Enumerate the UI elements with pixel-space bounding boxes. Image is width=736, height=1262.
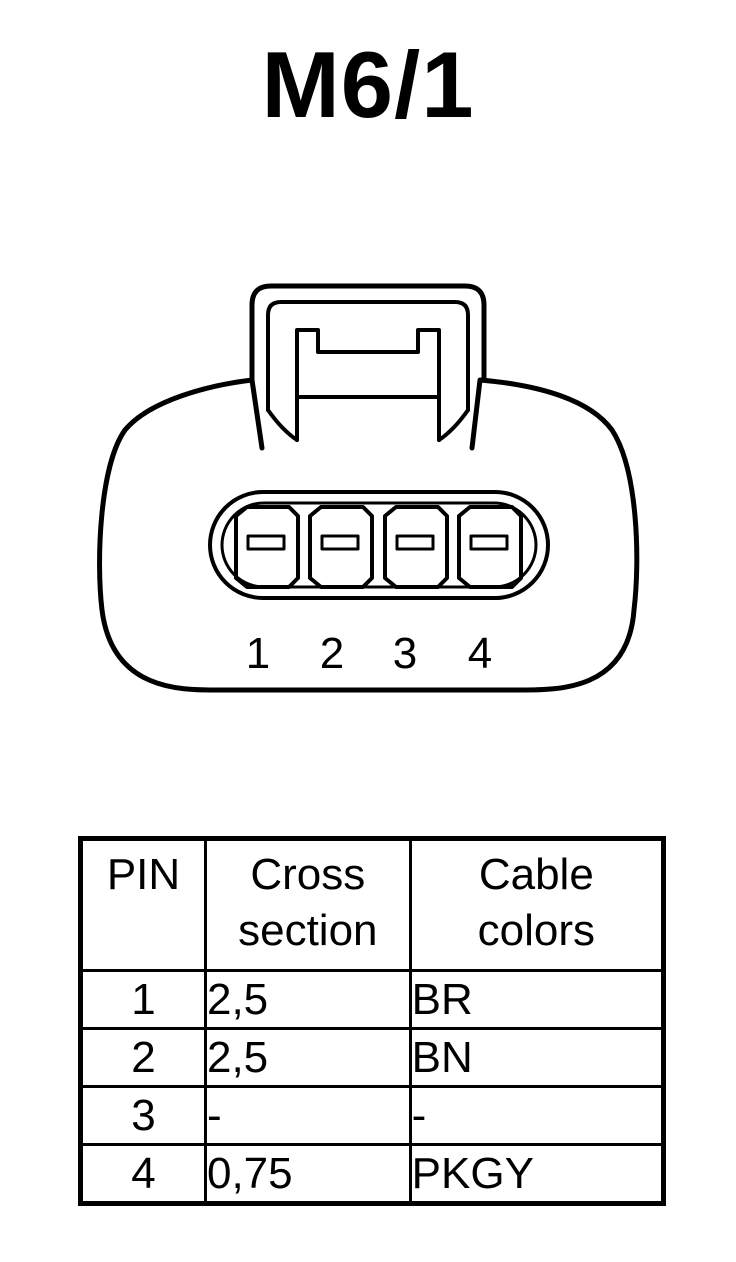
header-cross-section-line1: Cross xyxy=(250,850,366,899)
pin-cavity-1 xyxy=(234,505,300,589)
cell-cross-section: 2,5 xyxy=(203,1027,412,1088)
cell-cable-color: - xyxy=(408,1085,666,1146)
cell-pin: 2 xyxy=(79,1027,207,1088)
latch-side-right xyxy=(437,408,470,442)
latch-frame xyxy=(295,328,441,442)
table-row: 4 0,75 PKGY xyxy=(79,1143,666,1205)
pin-cavity-3 xyxy=(383,505,449,589)
cell-pin: 4 xyxy=(79,1143,207,1205)
pin-label-1: 1 xyxy=(246,629,270,678)
pin-block-outer xyxy=(208,490,550,600)
pin-cavity-4 xyxy=(457,505,523,589)
connector-housing-outline xyxy=(97,377,640,693)
cell-cross-section: 2,5 xyxy=(203,969,412,1030)
pin-label-2: 2 xyxy=(320,629,344,678)
pin-label-4: 4 xyxy=(468,629,492,678)
pin-label-3: 3 xyxy=(393,629,417,678)
cell-pin: 3 xyxy=(79,1085,207,1146)
header-cable-colors: Cable colors xyxy=(408,837,666,972)
table-row: 1 2,5 BR xyxy=(79,969,666,1030)
connector-title: M6/1 xyxy=(261,32,475,137)
cell-cross-section: 0,75 xyxy=(203,1143,412,1205)
pin-block-inner xyxy=(220,501,538,589)
header-cable-colors-line1: Cable xyxy=(478,850,594,899)
cell-cable-color: PKGY xyxy=(408,1143,666,1205)
cell-pin: 1 xyxy=(79,969,207,1030)
cell-cable-color: BR xyxy=(408,969,666,1030)
locking-tab-inner xyxy=(266,300,470,412)
cell-cross-section: - xyxy=(203,1085,412,1146)
locking-tab-outline xyxy=(249,283,487,383)
pin-cavity-2 xyxy=(308,505,374,589)
table-header-row: PIN Cross section Cable colors xyxy=(79,837,666,972)
header-cross-section: Cross section xyxy=(203,837,412,972)
latch-side-left xyxy=(266,408,299,442)
header-pin: PIN xyxy=(79,837,207,972)
table-row: 2 2,5 BN xyxy=(79,1027,666,1088)
connector-diagram: 1 2 3 4 xyxy=(97,283,640,693)
table-row: 3 - - xyxy=(79,1085,666,1146)
header-cross-section-line2: section xyxy=(238,906,378,955)
header-cable-colors-line2: colors xyxy=(477,906,596,955)
cell-cable-color: BN xyxy=(408,1027,666,1088)
pin-table: PIN Cross section Cable colors 1 2,5 BR … xyxy=(78,836,666,1206)
